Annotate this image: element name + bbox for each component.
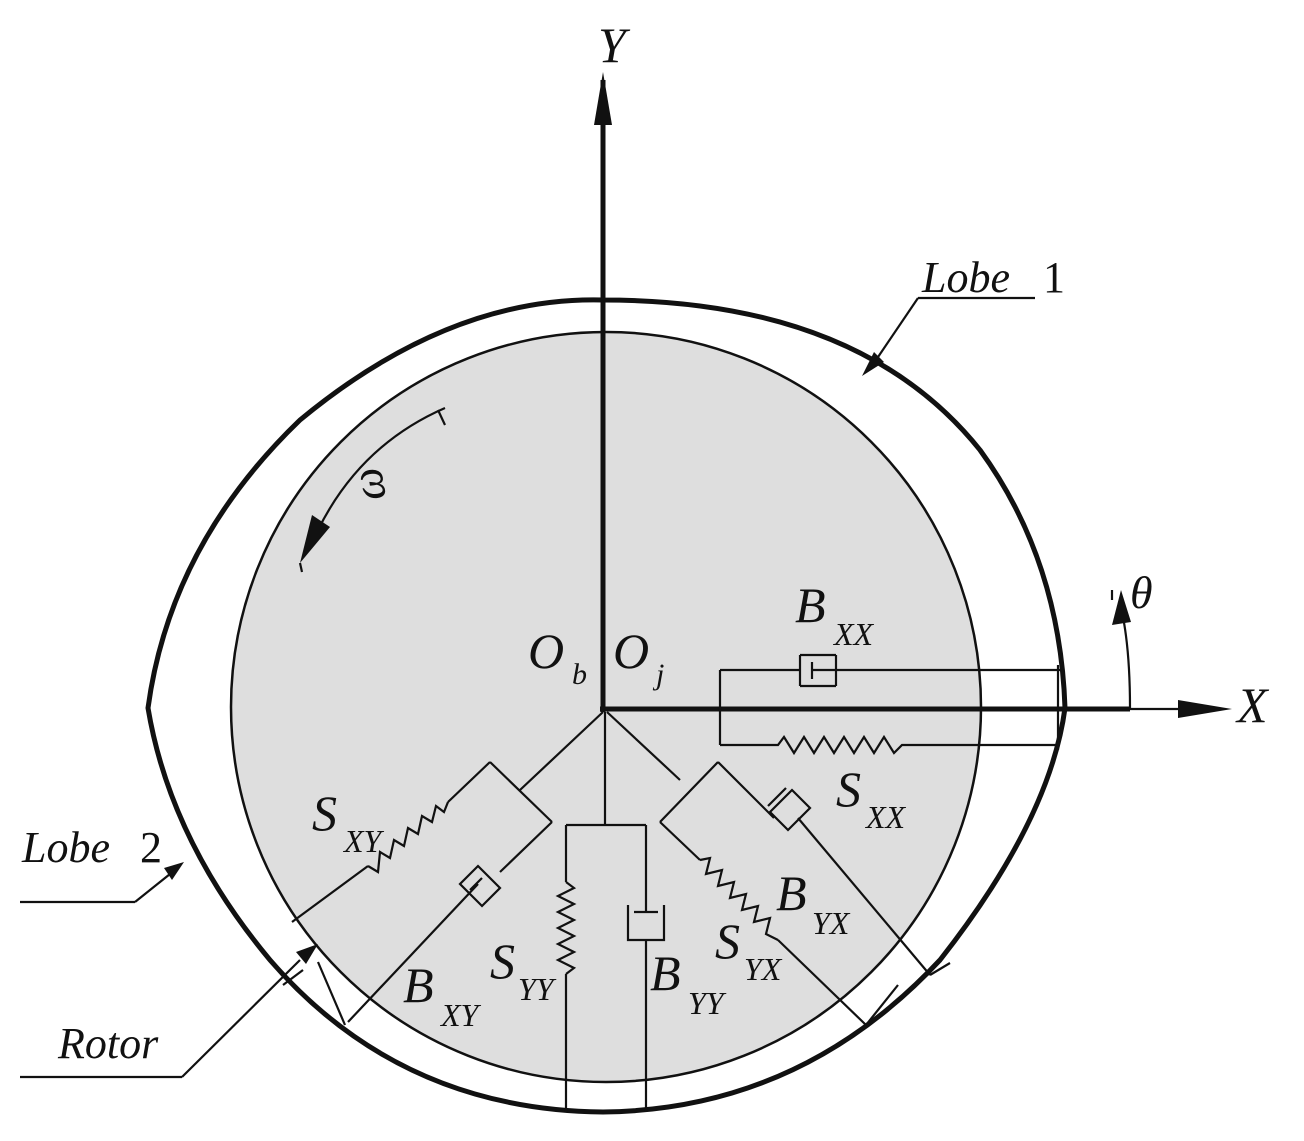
sxx-subscript: XX bbox=[864, 799, 907, 835]
yy-spring-damper bbox=[555, 712, 666, 1112]
syy-subscript: YY bbox=[518, 971, 557, 1007]
lobe2-word: Lobe bbox=[21, 823, 110, 872]
syx-subscript: YX bbox=[744, 951, 783, 987]
journal-center-subscript: j bbox=[652, 658, 664, 691]
lobe2-number: 2 bbox=[140, 823, 162, 872]
x-axis-arrow-icon bbox=[1178, 700, 1232, 718]
y-axis-label: Y bbox=[598, 17, 631, 73]
syy-label: S bbox=[490, 933, 515, 989]
byx-label: B bbox=[776, 865, 807, 921]
film-gap-lines bbox=[282, 961, 951, 1026]
bxy-subscript: XY bbox=[439, 997, 482, 1033]
syx-label: S bbox=[715, 913, 740, 969]
x-axis-label: X bbox=[1235, 677, 1270, 733]
omega-arrow-icon bbox=[300, 515, 330, 563]
theta-arrow-icon bbox=[1112, 590, 1131, 625]
theta-label: θ bbox=[1130, 567, 1153, 618]
bearing-center-subscript: b bbox=[572, 658, 587, 691]
xx-spring-damper bbox=[718, 653, 1060, 756]
journal-center-label: O bbox=[613, 623, 649, 679]
rotor-label: Rotor bbox=[57, 1019, 159, 1068]
lobe1-number: 1 bbox=[1043, 253, 1065, 302]
byy-subscript: YY bbox=[688, 985, 727, 1021]
sxx-label: S bbox=[836, 761, 861, 817]
omega-arc bbox=[317, 406, 446, 531]
sxy-subscript: XY bbox=[342, 823, 385, 859]
bxx-subscript: XX bbox=[832, 616, 875, 652]
xy-spring-damper bbox=[291, 711, 604, 1023]
bxy-label: B bbox=[403, 957, 434, 1013]
byx-subscript: YX bbox=[812, 905, 851, 941]
yx-spring-damper bbox=[606, 711, 931, 1026]
bxx-label: B bbox=[795, 577, 826, 633]
leader-lines bbox=[20, 296, 1035, 1079]
theta-arc bbox=[1120, 611, 1132, 709]
y-axis-arrow-icon bbox=[594, 72, 612, 125]
lobe1-word: Lobe bbox=[921, 253, 1010, 302]
bearing-center-label: O bbox=[528, 623, 564, 679]
sxy-label: S bbox=[312, 785, 337, 841]
byy-label: B bbox=[650, 945, 681, 1001]
